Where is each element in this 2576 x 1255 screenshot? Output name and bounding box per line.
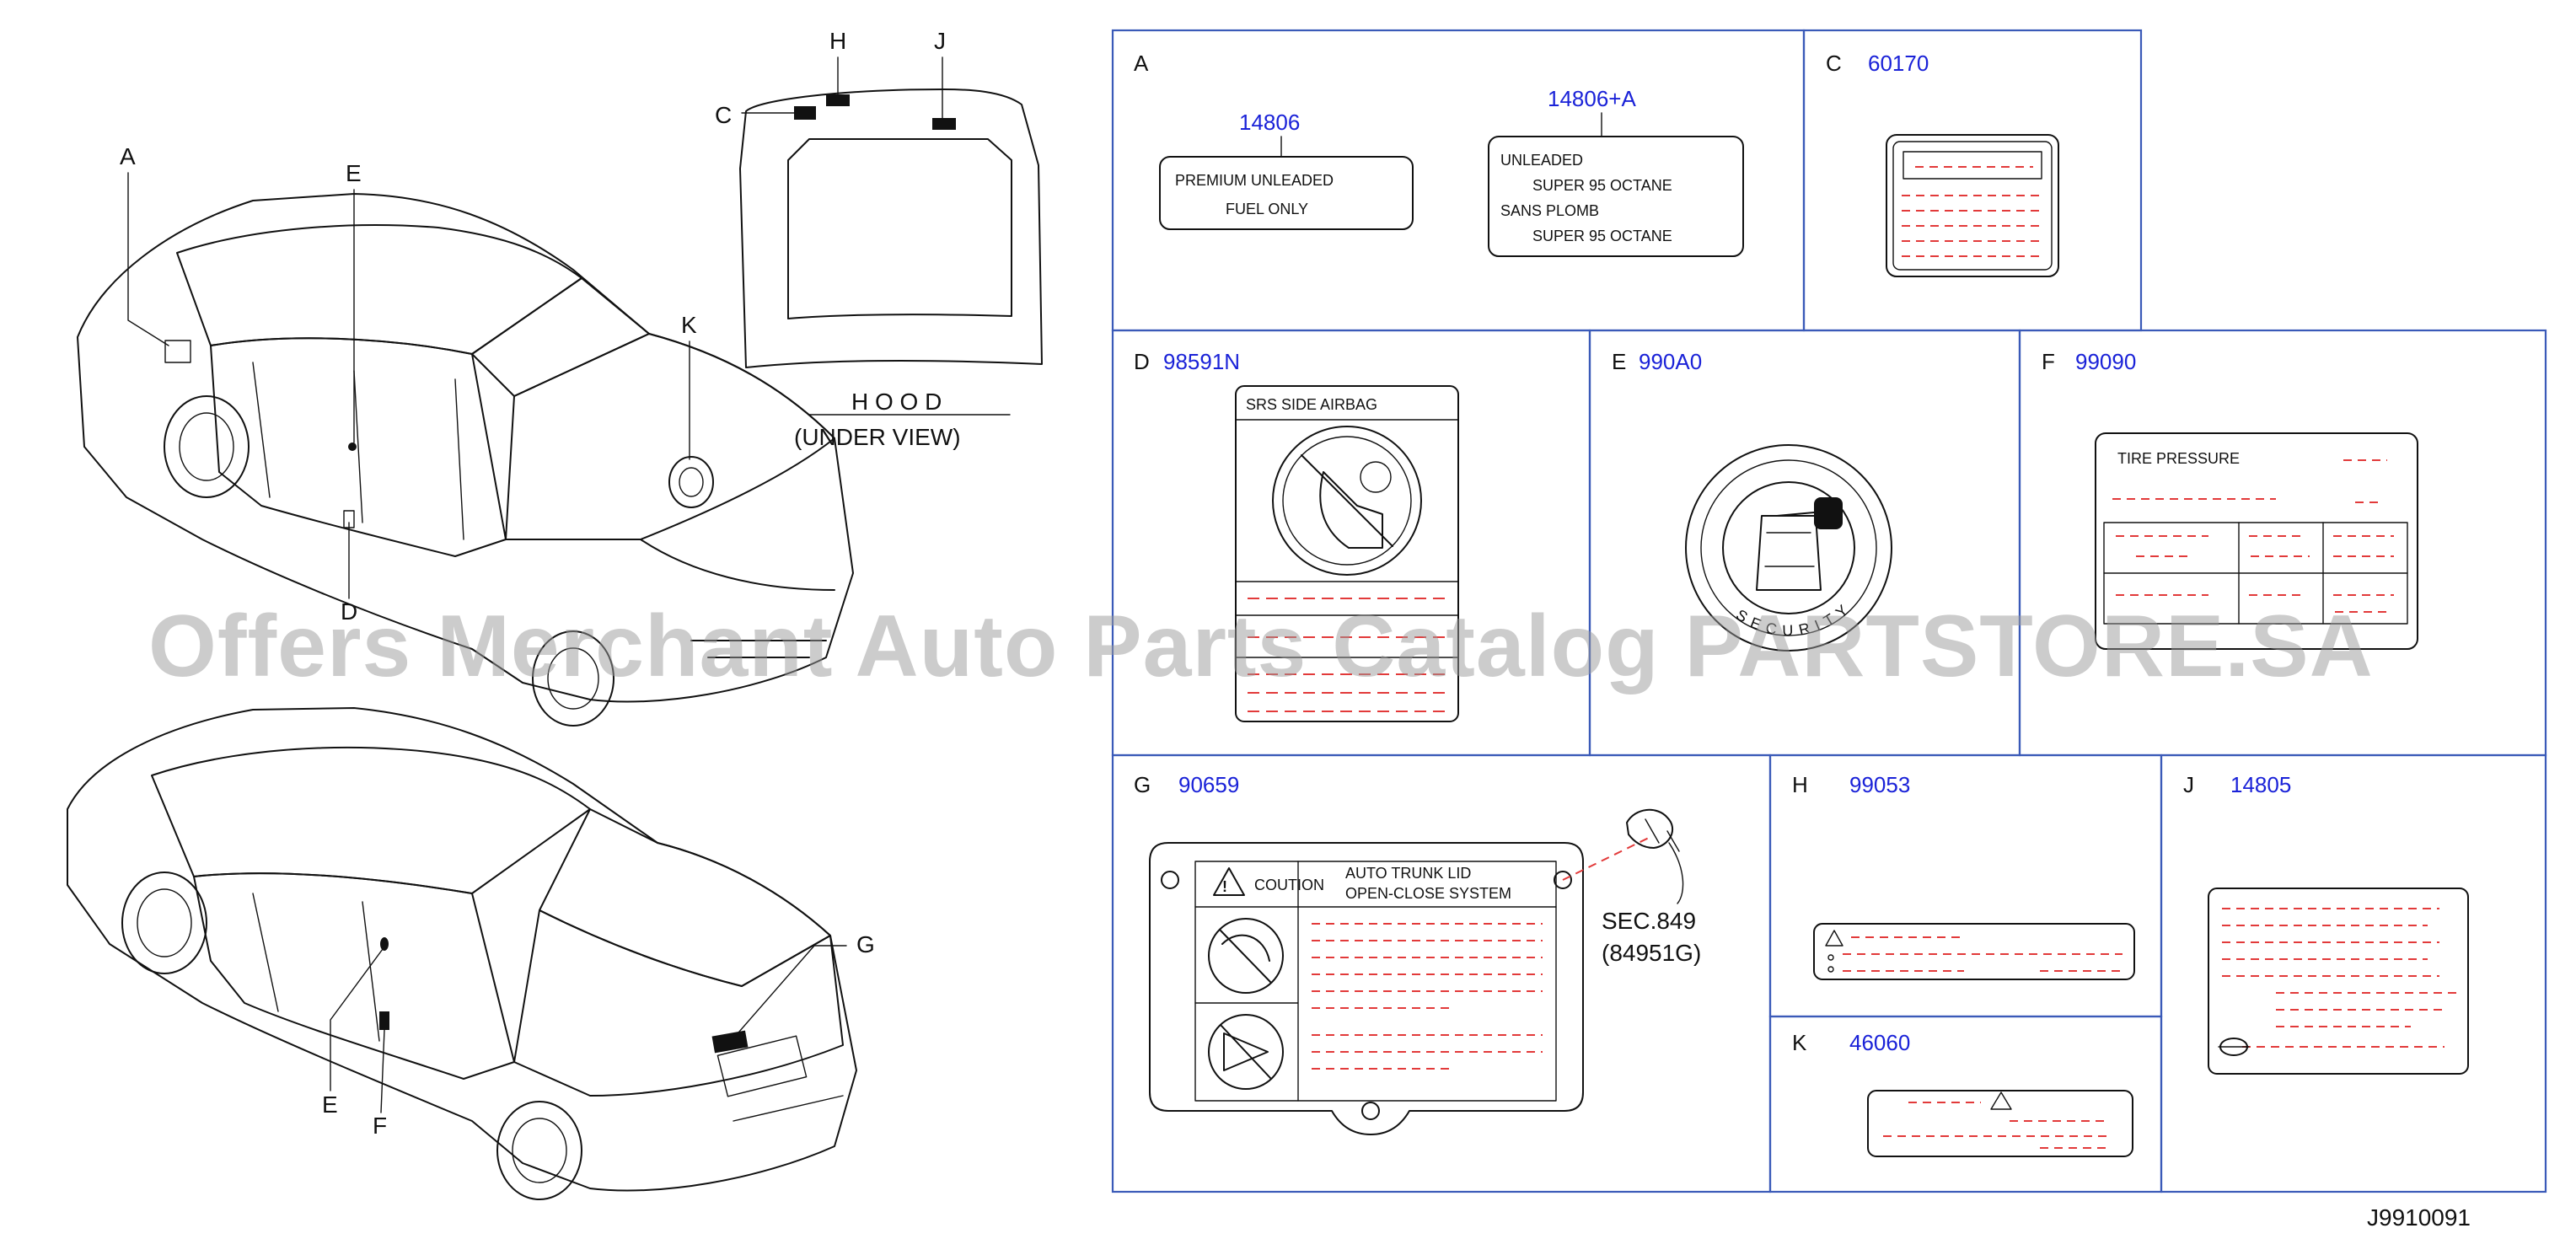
panel-h-letter: H	[1792, 772, 1808, 797]
panel-f: F 99090 TIRE PRESSURE	[2042, 349, 2418, 650]
panel-k-label	[1867, 1090, 2133, 1157]
hood-title: H O O D	[851, 389, 942, 415]
panel-h-part-no: 99053	[1849, 772, 1910, 797]
security-sticker-dot	[380, 937, 389, 951]
octane-line-2: SUPER 95 OCTANE	[1532, 177, 1672, 194]
premium-line-2: FUEL ONLY	[1226, 201, 1308, 217]
key-icon	[1814, 497, 1843, 529]
panel-c-label	[1886, 134, 2059, 277]
panel-d-part-no: 98591N	[1163, 349, 1240, 374]
callout-h: H	[829, 28, 846, 54]
trunk-system-line-1: AUTO TRUNK LID	[1345, 865, 1471, 882]
panel-d-letter: D	[1134, 349, 1150, 374]
no-hand-icon	[1208, 918, 1284, 994]
hood-label-c	[794, 106, 816, 120]
callout-e-bottom: E	[322, 1091, 338, 1118]
panel-c: C 60170	[1826, 51, 2059, 277]
octane-line-3: SANS PLOMB	[1500, 202, 1599, 219]
octane-line-1: UNLEADED	[1500, 152, 1583, 169]
panel-a: A 14806 PREMIUM UNLEADED FUEL ONLY 14806…	[1134, 51, 1744, 257]
panel-e-letter: E	[1612, 349, 1626, 374]
srs-header: SRS SIDE AIRBAG	[1246, 396, 1377, 413]
sedan-front-view	[77, 193, 854, 727]
trunk-closing-icon	[1208, 1014, 1284, 1090]
panel-c-letter: C	[1826, 51, 1842, 76]
premium-fuel-label	[1159, 156, 1414, 230]
callout-k: K	[681, 312, 697, 338]
panel-e-part-no: 990A0	[1639, 349, 1702, 374]
panel-k-part-no: 46060	[1849, 1030, 1910, 1055]
callout-j: J	[934, 28, 946, 54]
caution-warning-icon	[1213, 867, 1245, 896]
panel-j-letter: J	[2183, 772, 2194, 797]
trunk-clip-fastener	[1626, 808, 1673, 849]
callout-d: D	[341, 598, 357, 625]
panel-h-label	[1813, 923, 2135, 980]
panel-k-letter: K	[1792, 1030, 1807, 1055]
panel-j: J 14805	[2183, 772, 2469, 1075]
panel-g: G 90659 ! COUTION AUTO TRUNK LID OPEN-CL…	[1134, 772, 1701, 1135]
diagram-code: J9910091	[2367, 1204, 2471, 1231]
panel-j-part-no: 14805	[2230, 772, 2291, 797]
panel-a-part-14806: 14806	[1239, 110, 1300, 135]
panel-c-part-no: 60170	[1868, 51, 1929, 76]
tire-placard-mark	[379, 1011, 389, 1030]
bottom-car-callouts: G E F	[322, 931, 875, 1139]
section-ref-line-1: SEC.849	[1602, 908, 1696, 934]
panel-k: K 46060	[1792, 1030, 2133, 1157]
trunk-lid-caution-plate	[1149, 842, 1584, 1135]
premium-line-1: PREMIUM UNLEADED	[1175, 172, 1334, 189]
hood-label-h	[826, 94, 850, 106]
callout-a: A	[120, 143, 136, 169]
octane-line-4: SUPER 95 OCTANE	[1532, 228, 1672, 244]
panel-g-part-no: 90659	[1178, 772, 1239, 797]
trunk-label-mark	[711, 1030, 749, 1054]
panel-h: H 99053	[1792, 772, 2135, 980]
tire-pressure-header: TIRE PRESSURE	[2117, 450, 2240, 467]
sedan-rear-view	[67, 707, 857, 1200]
svg-text:!: !	[1222, 878, 1227, 895]
callout-f: F	[373, 1113, 387, 1139]
trunk-system-line-2: OPEN-CLOSE SYSTEM	[1345, 885, 1511, 902]
label-panels-grid	[1111, 29, 2547, 1193]
panel-f-part-no: 99090	[2075, 349, 2136, 374]
section-ref-line-2: (84951G)	[1602, 940, 1701, 966]
callout-c: C	[715, 102, 732, 128]
panel-g-letter: G	[1134, 772, 1151, 797]
panel-a-part-14806a: 14806+A	[1548, 86, 1636, 111]
panel-f-letter: F	[2042, 349, 2055, 374]
top-car-callouts: A E D K	[120, 143, 697, 625]
hood-label-j	[932, 118, 956, 130]
callout-g: G	[856, 931, 875, 957]
hood-subtitle: (UNDER VIEW)	[794, 424, 961, 450]
caution-text: COUTION	[1254, 877, 1324, 893]
watermark-text: Offers Merchant Auto Parts Catalog PARTS…	[148, 598, 2374, 695]
panel-a-letter: A	[1134, 51, 1149, 76]
panel-j-label	[2208, 888, 2469, 1075]
srs-airbag-label	[1235, 385, 1459, 722]
unleaded-octane-label	[1488, 136, 1744, 257]
door-sticker-dot	[348, 442, 357, 451]
panel-d: D 98591N SRS SIDE AIRBAG	[1134, 349, 1459, 722]
tire-pressure-placard	[2095, 432, 2418, 650]
hood-under-view: C H J H O O D (UNDER VIEW)	[715, 28, 1043, 450]
security-sticker	[1685, 444, 1892, 652]
no-child-seat-icon	[1272, 426, 1422, 576]
callout-e-top: E	[346, 160, 362, 186]
